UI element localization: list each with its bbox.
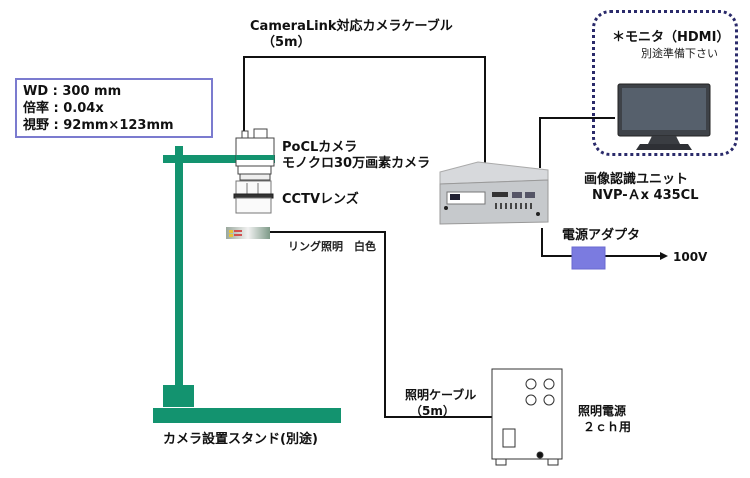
monitor-icon [617,83,711,150]
light-power-label: 照明電源 [578,404,627,418]
monitor-title: ＊モニタ（HDMI） [612,30,730,45]
stand-base [153,408,341,423]
stand-label: カメラ設置スタンド(別途) [163,432,318,447]
light-power-channels: ２ｃｈ用 [583,420,632,434]
spec-box: WD : 300 mm 倍率 : 0.04x 視野 : 92mm×123mm [15,78,213,138]
power-output-label: 100V [673,250,708,264]
camera-icon [235,128,275,181]
monitor-box [592,10,738,156]
camera-spec: モノクロ30万画素カメラ [282,156,431,171]
processor-label: 画像認識ユニット [584,172,689,187]
lighting-cable-label: 照明ケーブル [405,388,477,402]
cameralink-cable-label: CameraLink対応カメラケーブル [250,19,453,34]
lens-label: CCTVレンズ [282,192,359,207]
processor-model: NVP-Ａx 435CL [592,188,699,203]
ring-light-icon [226,227,270,239]
stand-block [163,385,194,407]
lighting-cable-length: （5m） [410,404,455,418]
camera-stand [153,146,341,423]
arrow-head-icon [660,252,668,260]
power-cable [541,228,572,257]
power-adapter-label: 電源アダプタ [562,228,641,243]
lens-icon [233,180,274,214]
light-power-supply-icon [491,368,563,466]
monitor-note: 別途準備下さい [641,47,718,60]
cameralink-cable-length: （5m） [262,35,311,50]
camera-label: PoCLカメラ [282,140,358,155]
cameralink-cable [243,56,486,170]
power-adapter-icon [571,246,606,270]
spec-field-of-view: 視野 : 92mm×123mm [23,118,174,133]
spec-magnification: 倍率 : 0.04x [23,101,104,116]
lighting-cable [268,231,492,418]
processor-unit-icon [439,161,549,225]
stand-post [175,146,183,388]
stand-top-bar [163,155,275,163]
hdmi-cable [539,117,615,168]
spec-working-distance: WD : 300 mm [23,84,122,99]
ring-light-label: リング照明 白色 [288,240,376,253]
